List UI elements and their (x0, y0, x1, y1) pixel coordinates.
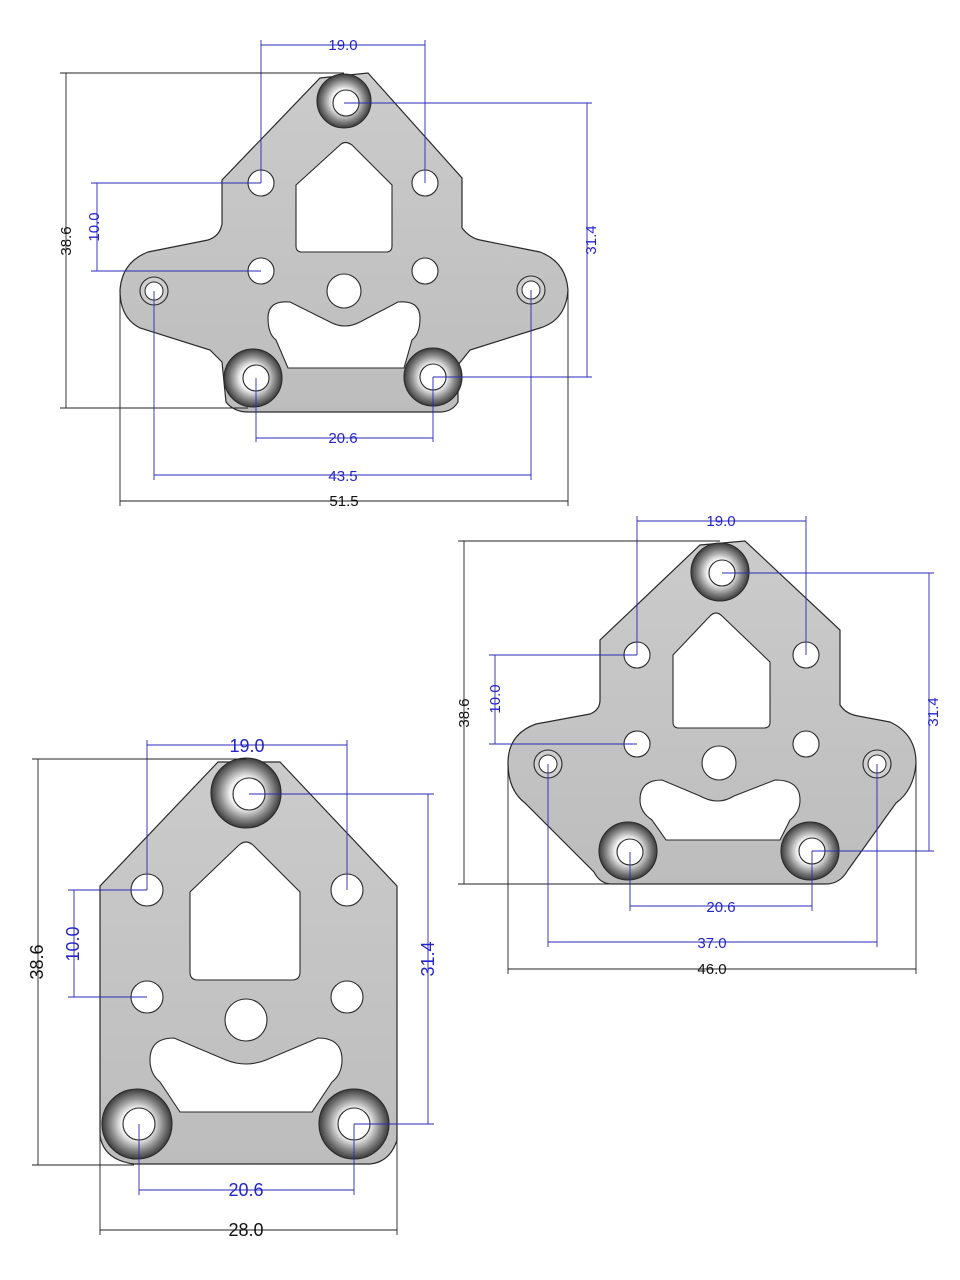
dim-top-hole-spacing: 19.0 (229, 736, 264, 756)
dim-top-hole-spacing: 19.0 (706, 513, 735, 530)
dim-wing-hole-spacing: 37.0 (697, 935, 726, 952)
plate-top (119, 72, 569, 413)
plate-left-hole (330, 980, 364, 1014)
dim-height: 38.6 (58, 226, 75, 255)
dim-overall-width: 46.0 (697, 961, 726, 978)
plate-right (507, 540, 917, 885)
plate-top-center-window (295, 141, 393, 253)
plate-top-hole (326, 273, 362, 309)
dim-height: 38.6 (27, 944, 47, 979)
plate-top-smile-cutout (267, 301, 421, 369)
plate-top-dimensions: 19.0 38.6 10.0 31.4 20.6 43.5 51.5 (58, 37, 600, 510)
plate-right-center-window (672, 612, 771, 729)
dim-side-offset: 10.0 (63, 926, 83, 961)
dim-bottom-hole-spacing: 20.6 (228, 1180, 263, 1200)
plate-right-hole (792, 730, 820, 758)
dim-vertical-span: 31.4 (418, 941, 438, 976)
plate-right-smile-cutout (639, 779, 801, 841)
dim-wing-hole-spacing: 43.5 (328, 468, 357, 485)
dim-vertical-span: 31.4 (925, 697, 942, 726)
dim-bottom-hole-spacing: 20.6 (328, 430, 357, 447)
plate-left-center-window (189, 841, 301, 981)
dim-side-offset: 10.0 (487, 684, 504, 713)
plate-left (99, 757, 398, 1165)
plate-right-hole (701, 745, 737, 781)
plate-left-smile-cutout (149, 1037, 343, 1113)
dim-overall-width: 51.5 (329, 493, 358, 510)
plate-right-dimensions: 19.0 38.6 10.0 31.4 20.6 37.0 46.0 (456, 513, 942, 978)
dim-bottom-hole-spacing: 20.6 (706, 899, 735, 916)
plate-left-hole (224, 998, 268, 1042)
plate-left-dimensions: 19.0 38.6 10.0 31.4 20.6 28.0 (27, 736, 438, 1240)
dim-vertical-span: 31.4 (583, 225, 600, 254)
dim-side-offset: 10.0 (86, 212, 103, 241)
plate-top-hole (411, 257, 439, 285)
dim-height: 38.6 (456, 698, 473, 727)
dim-overall-width: 28.0 (228, 1220, 263, 1240)
dim-top-hole-spacing: 19.0 (328, 37, 357, 54)
